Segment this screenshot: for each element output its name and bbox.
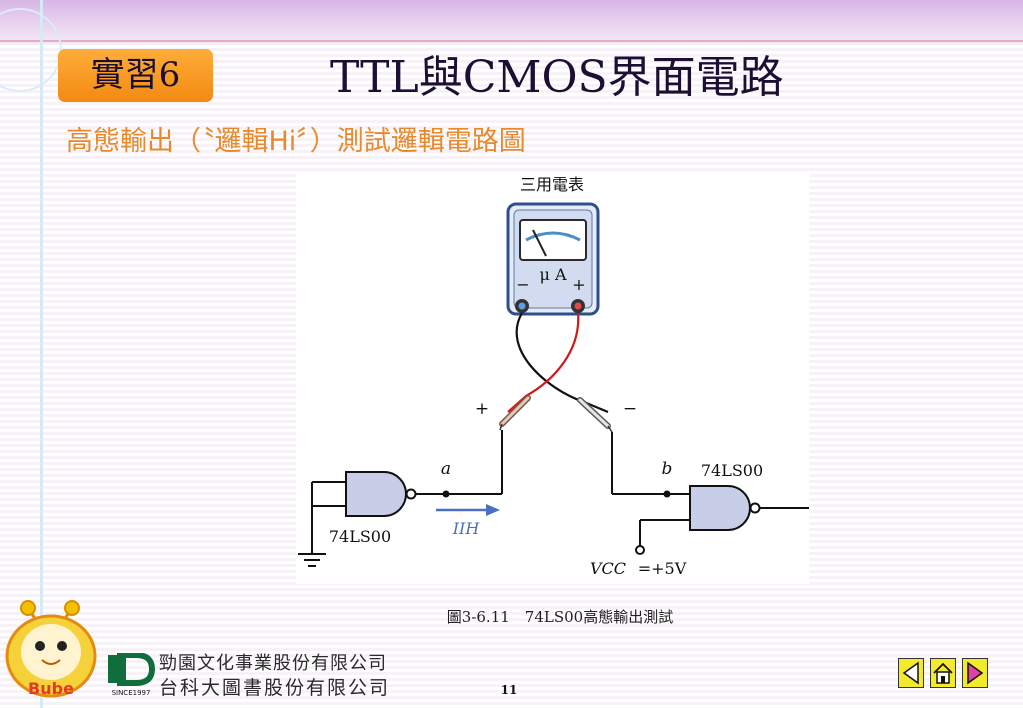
page-title: TTL與CMOS界面電路 (330, 52, 784, 103)
current-label: IIH (452, 519, 481, 538)
vcc-value: =+5V (638, 559, 687, 578)
page-subtitle: 高態輸出（〝邏輯Hi〞）測試邏輯電路圖 (66, 126, 526, 157)
page-number: 11 (500, 683, 518, 697)
meter-minus-label: − (516, 275, 529, 294)
home-button[interactable] (930, 658, 956, 688)
prev-arrow-icon (902, 661, 919, 685)
publisher-logo: SINCE1997 (108, 653, 156, 697)
node-b-label: b (662, 459, 673, 479)
multimeter: μ A − + (506, 202, 600, 316)
top-banner (0, 0, 1023, 44)
node-a (442, 490, 450, 498)
node-a-label: a (441, 459, 451, 479)
figure-caption: 圖3-6.11 74LS00高態輸出測試 (446, 608, 674, 626)
vcc-terminal (635, 545, 645, 555)
home-icon (933, 662, 953, 684)
right-gate-label: 74LS00 (701, 461, 763, 480)
top-divider (0, 40, 1023, 42)
red-lead (507, 312, 580, 413)
next-arrow-icon (967, 661, 984, 685)
ground-symbol (298, 553, 326, 567)
meter-label: 三用電表 (520, 175, 584, 194)
prev-button[interactable] (898, 658, 924, 688)
meter-unit: μ A (539, 265, 566, 284)
circuit-figure: 三用電表 μ A − + + (296, 174, 809, 584)
black-probe (577, 397, 613, 433)
vcc-label: VCC (590, 559, 626, 578)
current-arrow (436, 504, 500, 516)
logo-since: SINCE1997 (112, 689, 151, 697)
lab-badge: 實習6 (58, 49, 213, 102)
left-gate-label: 74LS00 (329, 527, 391, 546)
mascot-text: Bube (28, 679, 74, 698)
node-b (663, 490, 671, 498)
bube-mascot: Bube (5, 600, 97, 698)
probe-plus-label: + (475, 399, 489, 419)
left-nand-gate (345, 471, 417, 517)
right-nand-gate (689, 485, 761, 531)
circuit-diagram: 三用電表 μ A − + + (298, 175, 809, 578)
meter-plus-label: + (572, 275, 585, 294)
left-rule (40, 0, 43, 708)
meter-needle (532, 229, 547, 257)
probe-minus-label: − (623, 399, 637, 419)
company-name-2: 台科大圖書股份有限公司 (159, 677, 391, 699)
company-name-1: 勁園文化事業股份有限公司 (159, 653, 387, 674)
next-button[interactable] (962, 658, 988, 688)
red-probe (499, 395, 531, 431)
